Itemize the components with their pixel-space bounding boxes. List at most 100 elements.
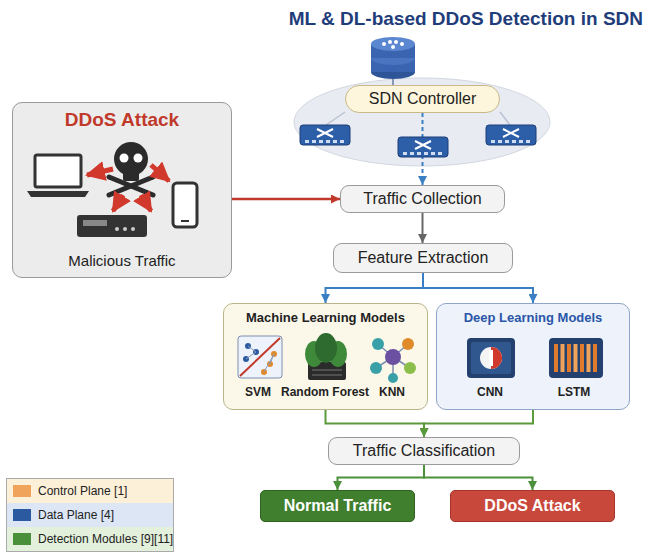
flow-arrow <box>326 273 424 303</box>
controller-server-icon-part <box>400 42 404 46</box>
cnn-icon-part <box>467 338 515 378</box>
node-heading: Feature Extraction <box>358 249 489 267</box>
lstm-cell-bars-part <box>580 344 584 372</box>
switch-links <box>326 112 510 125</box>
legend-row: Detection Modules [9][11] <box>7 527 173 551</box>
flow-arrow <box>326 410 425 437</box>
node-heading: Normal Traffic <box>284 497 392 515</box>
switch-icon-part <box>317 129 333 137</box>
process-box: Feature Extraction <box>333 243 513 273</box>
switch-icon-part <box>424 152 428 155</box>
model-label: Random Forest <box>281 385 369 399</box>
knn-icon-part <box>402 338 414 350</box>
bot-device-icon-part <box>115 227 119 231</box>
attack-arrows <box>87 165 169 211</box>
switch-icon-part <box>519 140 523 143</box>
attack-arrows-part <box>113 195 123 211</box>
switch-icon-part <box>431 152 435 155</box>
cnn-icon-part <box>471 342 511 374</box>
laptop-icon-part <box>35 155 81 187</box>
lstm-cell-bars-part <box>593 344 597 372</box>
cnn-icon <box>467 338 515 378</box>
knn-icon-part <box>404 362 416 374</box>
flow-arrow <box>232 198 340 201</box>
legend-text: Data Plane [4] <box>38 508 114 522</box>
attack-panel: DDoS AttackMalicious Traffic <box>12 102 232 278</box>
model-label: SVM <box>245 385 271 399</box>
node-heading: SDN Controller <box>369 90 477 108</box>
bot-device-icon-part <box>77 215 147 237</box>
skull-icon-part <box>134 154 143 163</box>
model-label: KNN <box>379 385 405 399</box>
model-group-panel: Deep Learning Models <box>436 303 630 410</box>
attack-arrows-part <box>151 165 169 181</box>
switch-icon-part <box>438 152 442 155</box>
model-label: CNN <box>477 385 503 399</box>
diagram-title: ML & DL-based DDoS Detection in SDN <box>289 8 643 30</box>
switch-icon-part <box>398 137 448 157</box>
process-box: Traffic Collection <box>340 185 505 213</box>
lstm-cell-bars-part <box>561 344 565 372</box>
switch-icon-part <box>512 140 516 143</box>
skull-icon <box>109 142 153 195</box>
node-heading: Traffic Classification <box>353 442 495 460</box>
skull-icon-part <box>123 169 139 181</box>
node-heading: Traffic Collection <box>363 190 481 208</box>
switch-icon-part <box>526 140 530 143</box>
controller-server-icon-part <box>391 45 395 49</box>
controller-server-icon-part <box>388 40 392 44</box>
phone-icon-part <box>173 183 197 227</box>
bot-device-icon-part <box>83 220 107 226</box>
lstm-icon <box>549 338 603 378</box>
switch-icon-part <box>491 140 495 143</box>
legend-row: Data Plane [4] <box>7 503 173 527</box>
svm-icon-part <box>238 336 282 378</box>
legend-swatch <box>13 533 31 545</box>
legend-text: Control Plane [1] <box>38 484 127 498</box>
controller-server-icon-part <box>371 37 415 51</box>
result-box: DDoS Attack <box>450 490 615 522</box>
switch-icons <box>300 125 536 157</box>
knn-icon <box>370 338 416 383</box>
switch-icon-part <box>410 152 414 155</box>
flow-arrow <box>423 273 533 303</box>
cnn-icon-part <box>489 350 493 366</box>
svm-icon-part <box>246 346 274 372</box>
bot-device-icon-part <box>123 227 127 231</box>
switch-links-part <box>500 112 510 125</box>
attack-arrows-part <box>141 195 151 211</box>
node-heading: DDoS Attack <box>65 109 179 131</box>
legend-box: Control Plane [1] Data Plane [4] Detection… <box>6 478 174 552</box>
node-heading: DDoS Attack <box>484 497 580 515</box>
switch-icon-part <box>305 140 309 143</box>
legend-swatch <box>13 485 31 497</box>
connector-layer <box>232 113 533 490</box>
process-box: Traffic Classification <box>328 437 520 465</box>
cnn-icon-part <box>480 347 502 369</box>
bot-device-icon-part <box>131 227 135 231</box>
knn-icon-part <box>388 373 398 383</box>
phone-icon-part <box>181 220 189 222</box>
result-box: Normal Traffic <box>260 490 415 522</box>
switch-icon-part <box>417 152 421 155</box>
laptop-icon-part <box>27 191 89 197</box>
switch-icon-part <box>333 140 337 143</box>
knn-icon-part <box>370 362 382 374</box>
switch-icon <box>486 125 536 145</box>
random-forest-icon-part <box>312 370 342 371</box>
lstm-cell-bars-part <box>554 344 558 372</box>
random-forest-icon <box>305 333 347 380</box>
switch-icon-part <box>503 129 519 137</box>
flow-arrow <box>422 213 424 243</box>
switch-icon-part <box>300 125 350 145</box>
knn-icon-part <box>372 338 384 350</box>
random-forest-icon-part <box>312 375 342 376</box>
svm-icon-part <box>240 338 280 376</box>
attack-arrows-part <box>87 169 113 175</box>
lstm-cell-bars-part <box>567 344 571 372</box>
switch-icon-part <box>403 152 407 155</box>
switch-icon-part <box>326 140 330 143</box>
lstm-cell-bars-part <box>587 344 591 372</box>
